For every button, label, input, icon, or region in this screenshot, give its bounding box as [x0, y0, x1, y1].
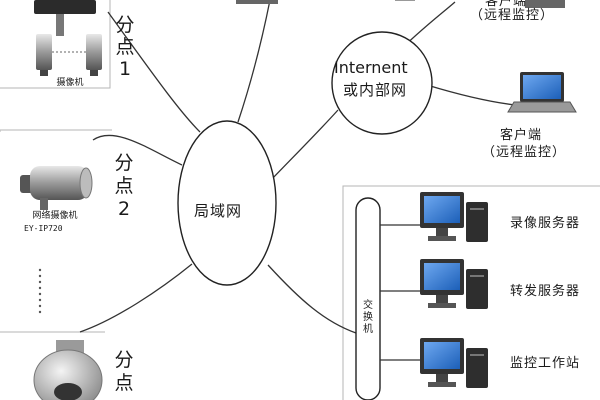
link-branch2-lan: [92, 134, 183, 166]
branch2-char2: 点: [114, 175, 134, 197]
internet-ellipse: [331, 31, 433, 135]
link-lan-internet: [270, 109, 339, 181]
branch1-device-label: 摄像机: [56, 78, 84, 88]
lan-ellipse: [177, 120, 277, 286]
switch-server-links: [380, 224, 422, 361]
branch1-char1: 分: [115, 14, 135, 36]
top-laptop-stub: [525, 0, 565, 8]
connection-lines: [79, 0, 516, 334]
dome-camera-icon: [33, 340, 103, 400]
branch3-char2: 点: [114, 372, 134, 394]
link-lan-top: [237, 0, 271, 123]
switch-bar: [355, 197, 381, 400]
server-computer-icon: [420, 338, 488, 388]
internet-sublabel: 或内部网: [343, 81, 408, 99]
top-client-label: 客户端: [485, 0, 528, 9]
server-forwarding-label: 转发服务器: [510, 284, 581, 299]
branch-panel-borders: [0, 0, 112, 333]
server-panel-border: [342, 185, 600, 400]
branch1-number: 1: [118, 58, 132, 80]
internet-label: Internent: [334, 58, 408, 77]
server-computer-icon: [420, 192, 488, 242]
link-lan-switch: [267, 264, 357, 334]
link-branch3-lan: [79, 263, 193, 333]
client-label: 客户端: [500, 128, 543, 143]
more-branches-dots: [38, 268, 42, 314]
branch2-model-label: EY-IP720: [24, 224, 63, 233]
server-computer-icon: [420, 259, 488, 309]
switch-label: 交换机: [363, 300, 373, 335]
branch2-char1: 分: [114, 152, 134, 174]
top-client-sublabel: （远程监控）: [470, 8, 555, 23]
lan-label: 局域网: [194, 202, 243, 220]
client-sublabel: （远程监控）: [482, 145, 567, 160]
laptop-icon: [507, 72, 577, 113]
network-camera-icon: [20, 166, 93, 210]
branch2-number: 2: [117, 198, 131, 220]
link-branch1-lan: [107, 11, 201, 133]
top-device-stub: [236, 0, 278, 4]
branch2-device-label: 网络摄像机: [32, 211, 78, 221]
branch3-char1: 分: [114, 349, 134, 371]
link-internet-client: [426, 84, 516, 106]
camera-box-icon: [34, 0, 102, 76]
server-workstation-label: 监控工作站: [510, 356, 581, 371]
server-recording-label: 录像服务器: [510, 216, 581, 231]
branch1-char2: 点: [115, 36, 135, 58]
